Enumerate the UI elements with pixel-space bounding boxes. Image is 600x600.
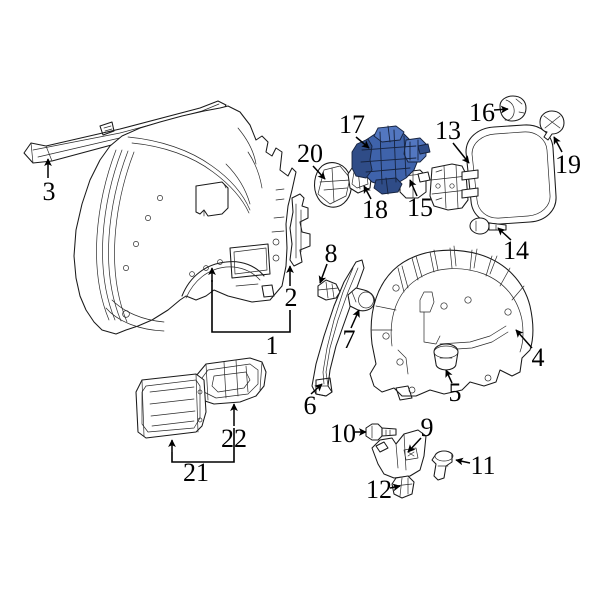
- callout-5: 5: [448, 378, 462, 407]
- callout-2: 2: [284, 283, 298, 312]
- part-5-grommet: [433, 343, 459, 371]
- callout-16: 16: [469, 98, 495, 127]
- callout-10: 10: [330, 419, 356, 448]
- callout-15: 15: [407, 193, 433, 222]
- part-22-vent-cover: [195, 357, 267, 405]
- leader-7: [350, 309, 360, 329]
- callout-18: 18: [362, 195, 388, 224]
- leader-15: [409, 179, 418, 197]
- part-6-quarter-extension: [311, 259, 365, 397]
- callout-1: 1: [265, 331, 279, 360]
- part-14-hinge-pin: [469, 217, 507, 235]
- callout-4: 4: [531, 343, 545, 372]
- part-17-fuel-door-lock-actuator: [351, 125, 431, 195]
- callout-8: 8: [324, 239, 338, 268]
- part-4-wheelhouse-liner: [369, 245, 534, 401]
- leader-4: [515, 329, 533, 349]
- part-21-pressure-relief-vent: [135, 373, 207, 439]
- callout-17: 17: [339, 110, 365, 139]
- part-8-clip: [317, 279, 341, 301]
- callout-22: 22: [221, 424, 247, 453]
- part-7-screw-grommet: [347, 287, 375, 312]
- bracket-21: [171, 428, 235, 463]
- part-19-cable-grommet: [539, 110, 565, 141]
- leader-13: [452, 142, 470, 164]
- leader-12: [389, 483, 401, 492]
- part-12-clip: [391, 475, 415, 499]
- leader-17: [355, 136, 370, 149]
- callout-19: 19: [555, 150, 581, 179]
- callout-9: 9: [420, 413, 434, 442]
- leader-5: [445, 369, 453, 384]
- callout-13: 13: [435, 116, 461, 145]
- fuel-door-hinge-bracket: [429, 163, 479, 211]
- leader-9: [407, 437, 422, 453]
- leader-18: [363, 185, 372, 200]
- part-10-bolt: [365, 423, 397, 441]
- part-13-fuel-door-lid: [465, 124, 557, 225]
- callout-14: 14: [503, 236, 529, 265]
- leader-16: [493, 105, 509, 114]
- leader-11: [455, 457, 471, 466]
- leader-19: [553, 136, 563, 153]
- callout-21: 21: [183, 458, 209, 487]
- leader-14: [497, 227, 512, 241]
- callout-6: 6: [303, 391, 317, 420]
- bracket-1: [211, 280, 291, 333]
- callout-7: 7: [342, 325, 356, 354]
- part-11-screw: [431, 450, 454, 481]
- part-2-reinforcement: [289, 193, 311, 267]
- callout-12: 12: [366, 475, 392, 504]
- leader-20: [312, 165, 326, 180]
- part-20-filler-housing-cover: [313, 162, 353, 208]
- part-16-door-bumper: [499, 95, 527, 122]
- callout-20: 20: [297, 139, 323, 168]
- leader-6: [310, 383, 323, 395]
- callout-3: 3: [42, 177, 56, 206]
- leader-lines: [44, 105, 563, 492]
- leader-8: [318, 263, 328, 284]
- callout-11: 11: [470, 451, 496, 480]
- part-1-quarter-panel: [73, 105, 297, 335]
